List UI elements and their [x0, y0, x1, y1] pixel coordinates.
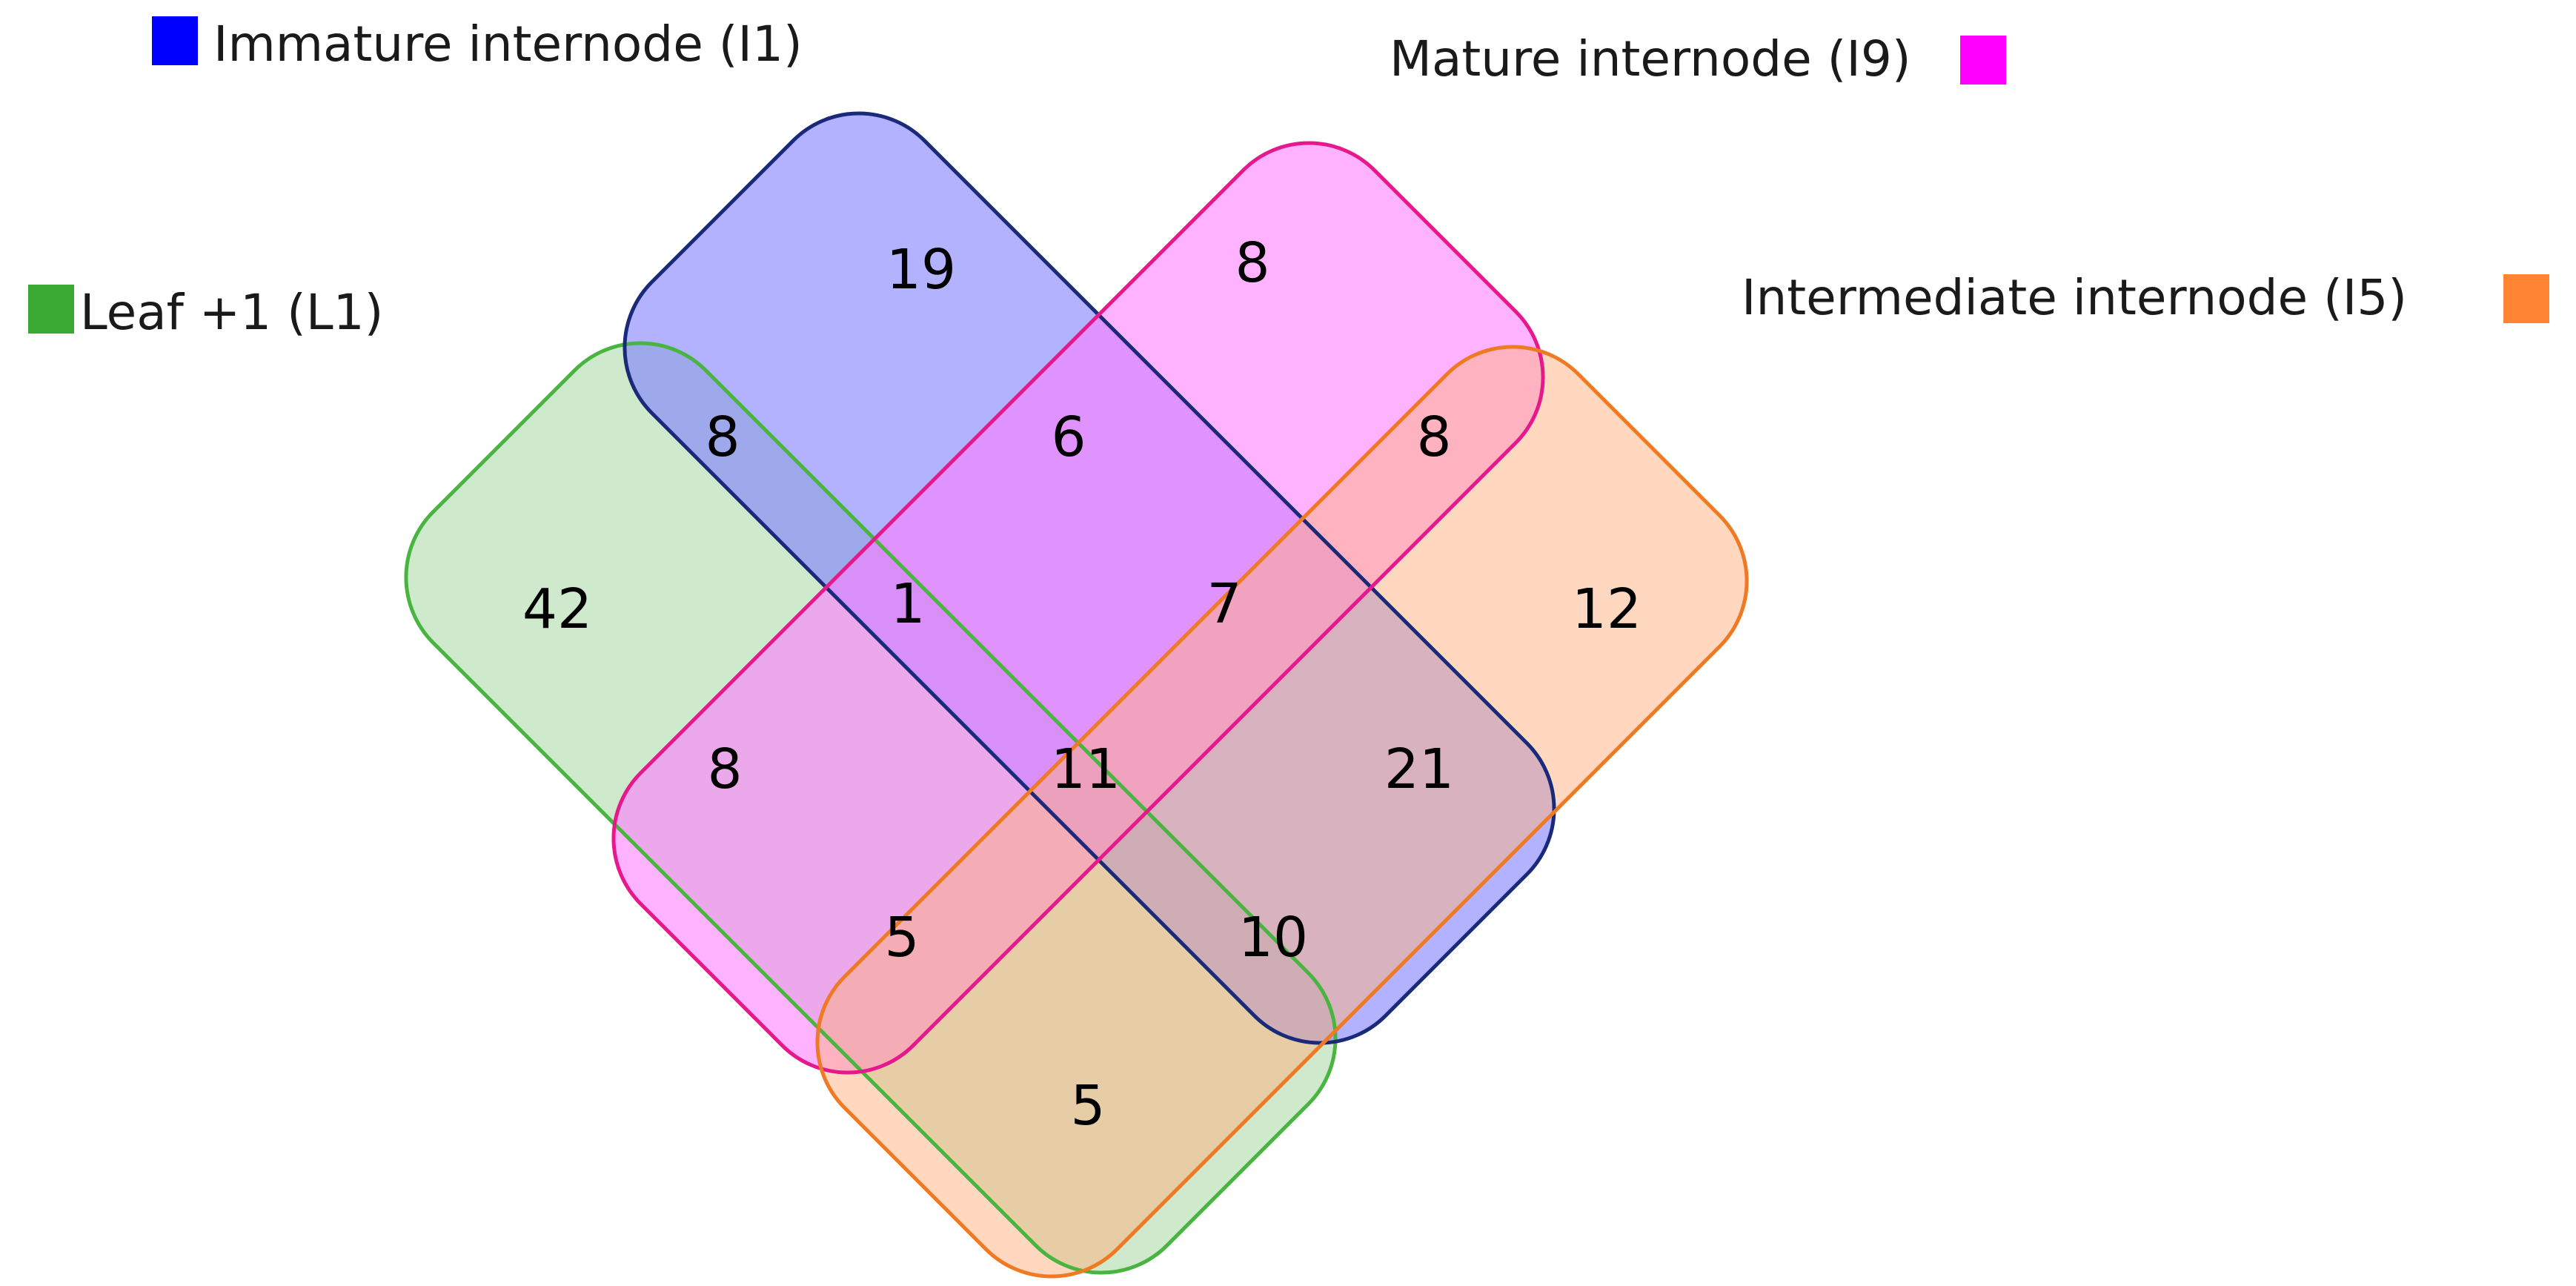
region-count-I1-I9-I5: 7 [1206, 572, 1241, 636]
region-count-I9: 8 [1235, 231, 1269, 295]
set-label-leaf: Leaf +1 (L1) [80, 284, 383, 341]
region-count-L1-I9: 8 [707, 738, 742, 801]
region-count-L1-I1: 8 [705, 405, 740, 469]
set-label-intermediate-internode: Intermediate internode (I5) [1742, 269, 2407, 326]
legend: Immature internode (I1) Mature internode… [28, 16, 2549, 341]
region-count-L1-I5: 5 [1070, 1074, 1105, 1138]
region-count-L1-I1-I5: 10 [1238, 906, 1308, 970]
legend-swatch-mature-internode [1960, 36, 2006, 84]
region-count-L1-I9-I5: 5 [884, 906, 919, 970]
set-shape-intermediate-internode [817, 346, 1747, 1277]
region-count-I5: 12 [1572, 577, 1641, 641]
set-outlines [404, 111, 1749, 1279]
set-label-mature-internode: Mature internode (I9) [1390, 30, 1911, 87]
set-outline-immature-internode [623, 111, 1556, 1045]
set-outline-intermediate-internode [815, 345, 1749, 1279]
region-count-L1: 42 [522, 577, 592, 641]
region-count-all: 11 [1051, 738, 1121, 801]
region-count-I9-I5: 8 [1416, 405, 1451, 469]
legend-swatch-immature-internode [152, 16, 198, 65]
set-label-immature-internode: Immature internode (I1) [213, 16, 803, 73]
set-outline-mature-internode [611, 141, 1545, 1075]
region-count-I1-I5: 21 [1384, 738, 1454, 801]
region-count-I1: 19 [886, 238, 956, 302]
region-count-L1-I1-I9: 1 [890, 572, 925, 636]
legend-swatch-leaf [28, 285, 74, 334]
region-count-I1-I9: 6 [1051, 405, 1086, 469]
set-outline-leaf [404, 341, 1338, 1275]
legend-swatch-intermediate-internode [2503, 274, 2549, 323]
set-shape-mature-internode [613, 142, 1544, 1073]
set-shapes [405, 113, 1747, 1277]
region-counts: 42 19 8 12 8 6 8 1 7 8 11 21 5 10 5 [522, 231, 1641, 1138]
